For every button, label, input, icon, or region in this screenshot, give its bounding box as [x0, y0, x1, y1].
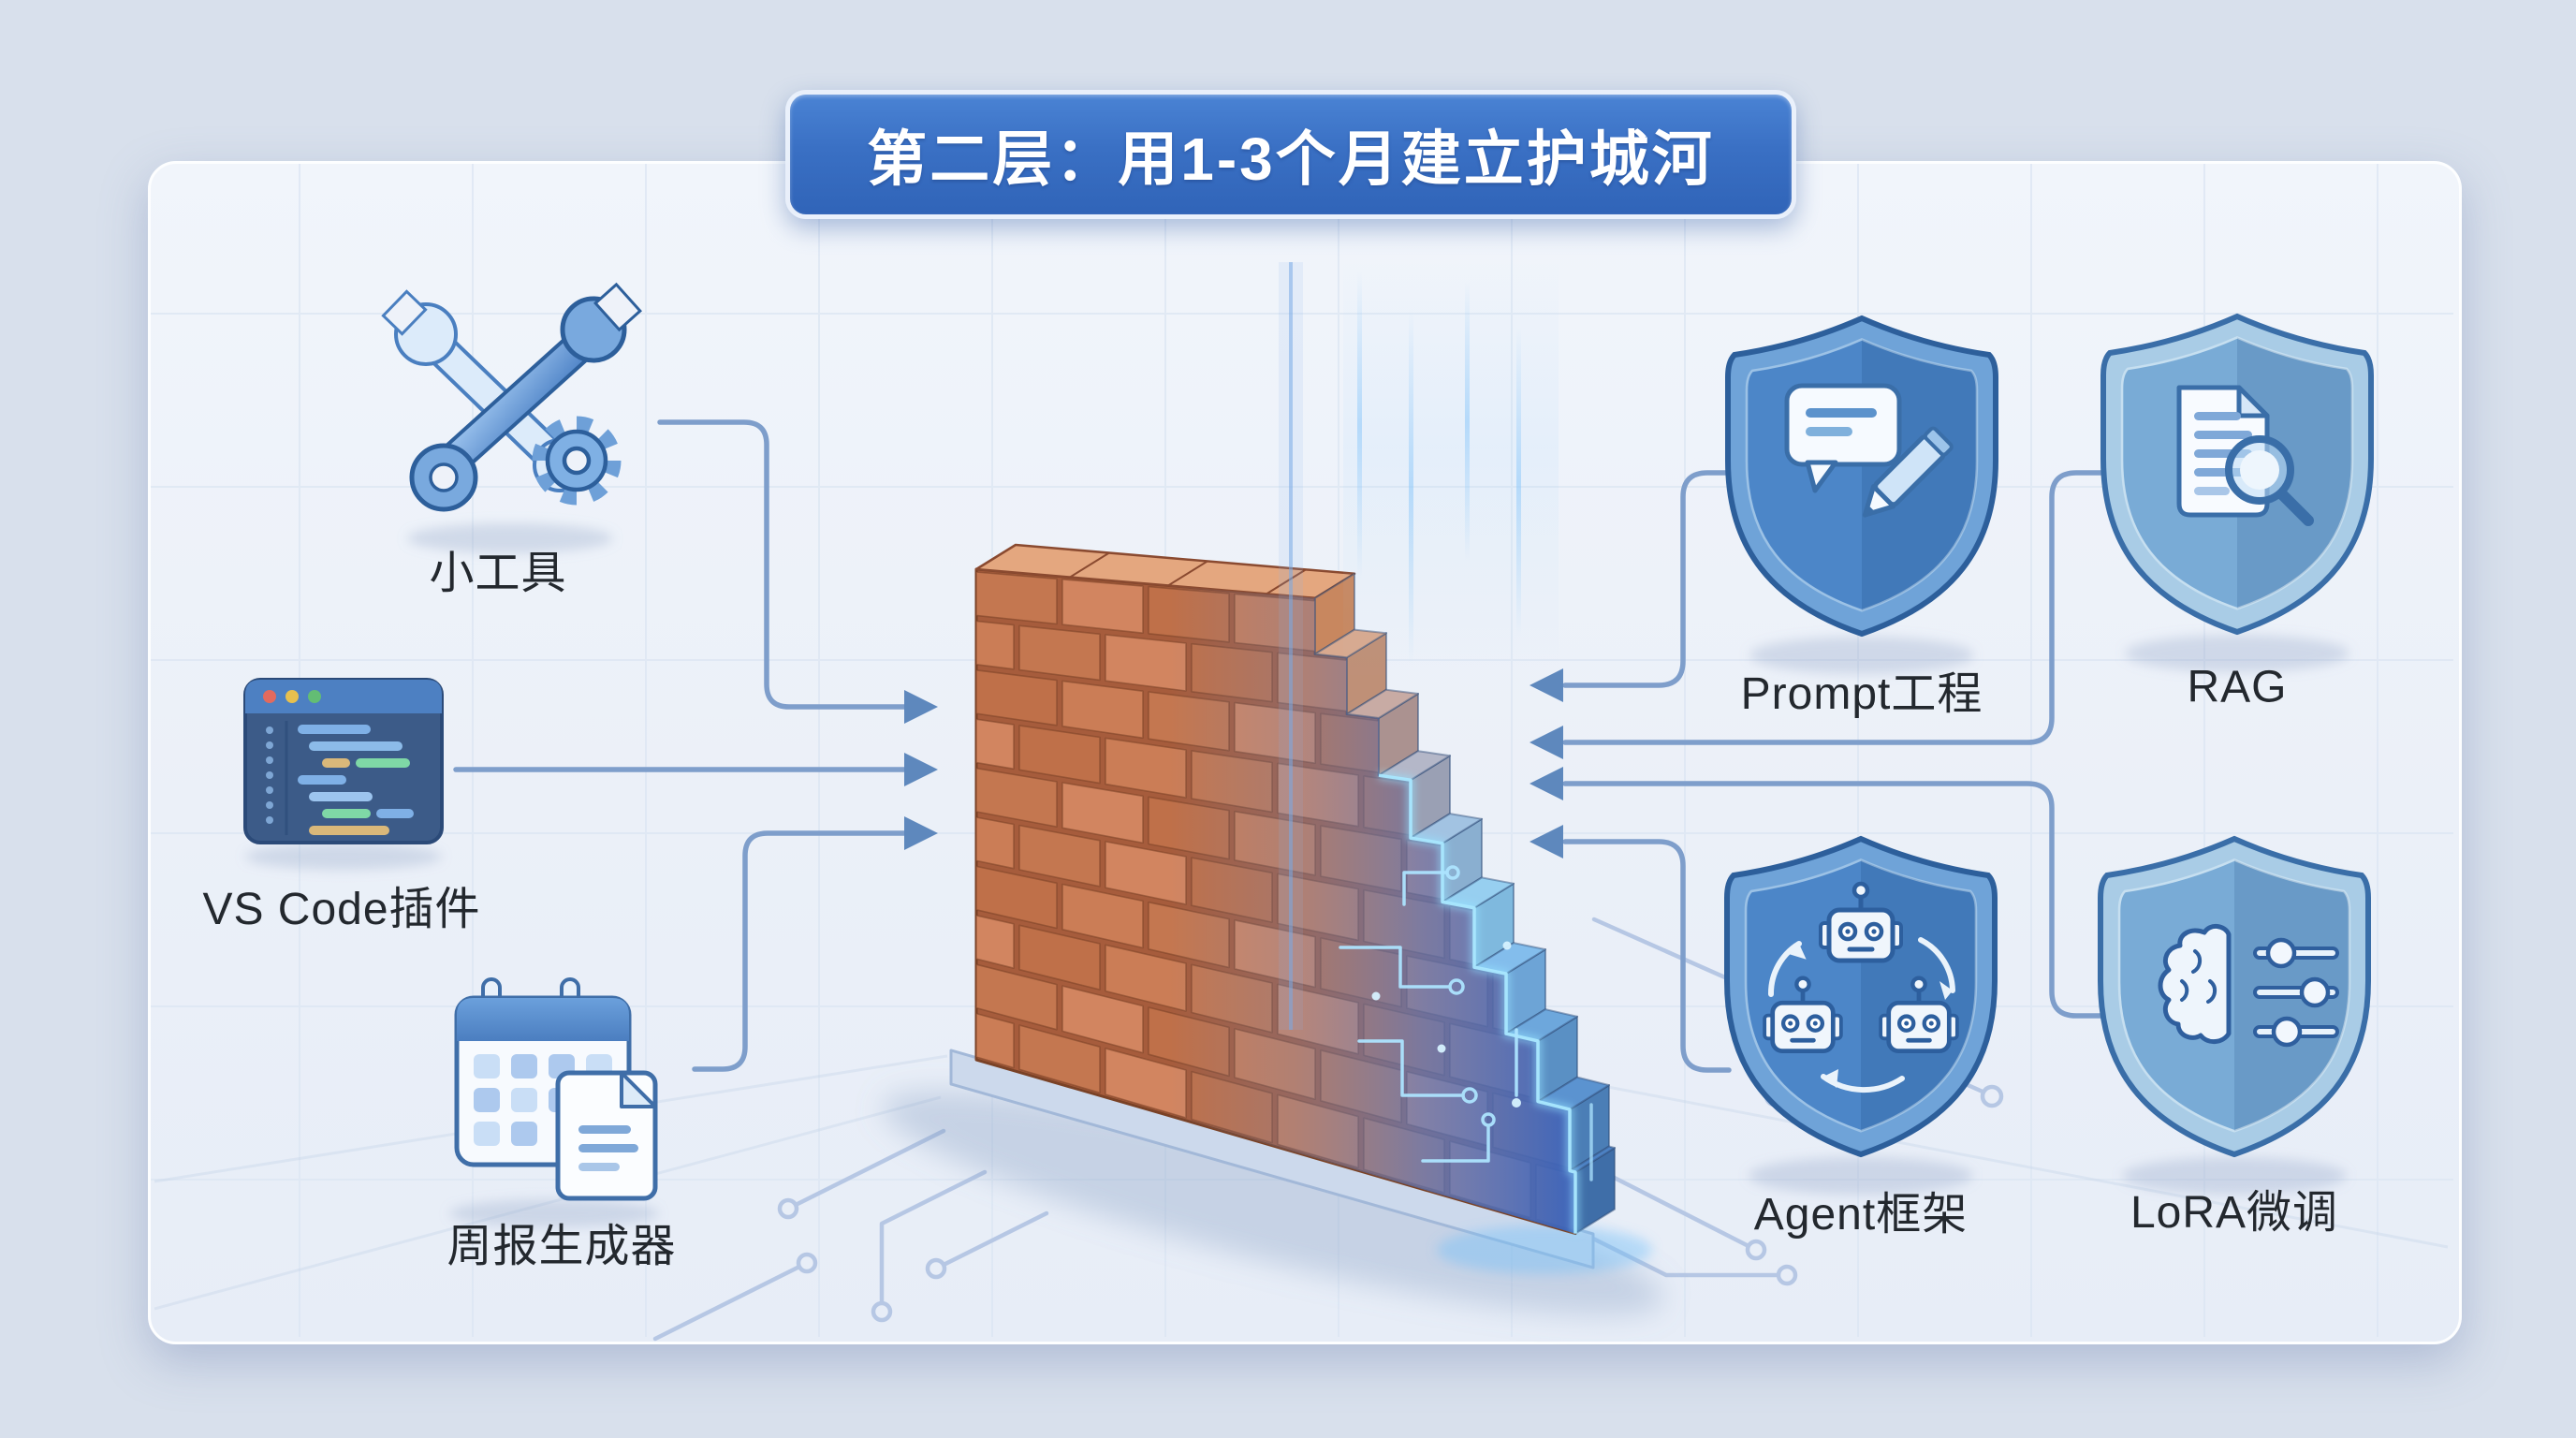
connector-agent — [1562, 839, 1732, 1073]
maximize-dot-icon — [308, 690, 321, 703]
chat-pencil-icon — [1784, 383, 1954, 518]
page-title: 第二层：用1-3个月建立护城河 — [785, 90, 1796, 219]
arrow-left-icon — [1530, 726, 1563, 759]
brick-wall — [974, 543, 1616, 1236]
shield-rag — [2103, 316, 2371, 672]
connector-lora — [1562, 781, 2105, 1019]
shield-agent — [1727, 839, 1995, 1195]
label-weekly-report: 周报生成器 — [446, 1222, 677, 1271]
connectors — [453, 419, 2108, 1073]
arrow-left-icon — [1530, 825, 1563, 858]
robots-cycle-icon — [1764, 884, 1957, 1093]
wall-circuit-traces — [1339, 865, 1593, 1181]
close-dot-icon — [263, 690, 276, 703]
calendar-document-icon — [449, 977, 659, 1227]
sliders — [2253, 937, 2339, 1048]
connector-weekly — [692, 830, 909, 1072]
minimize-dot-icon — [285, 690, 299, 703]
brain-sliders-icon — [2158, 924, 2339, 1048]
label-mini-tools: 小工具 — [429, 549, 567, 598]
code-lines — [298, 725, 414, 835]
label-vscode-plugin: VS Code插件 — [202, 885, 481, 934]
label-agent-framework: Agent框架 — [1753, 1190, 1969, 1240]
label-rag: RAG — [2187, 662, 2288, 712]
connector-rag — [1562, 470, 2108, 745]
wrench-gear-icon — [381, 282, 642, 553]
shield-lora — [2100, 839, 2368, 1195]
label-lora-finetune: LoRA微调 — [2130, 1188, 2339, 1238]
digital-transition-effects — [1279, 253, 1559, 1030]
document-search-icon — [2176, 385, 2314, 526]
arrow-right-icon — [904, 816, 938, 850]
shield-prompt — [1728, 318, 1996, 674]
code-window-icon — [243, 678, 444, 870]
label-prompt-engineering: Prompt工程 — [1740, 669, 1983, 719]
digital-base-glow — [1437, 1225, 1652, 1274]
arrow-right-icon — [904, 690, 938, 724]
arrow-right-icon — [904, 753, 938, 786]
connector-prompt — [1562, 470, 1733, 688]
connector-tools — [657, 419, 909, 710]
arrow-left-icon — [1530, 767, 1563, 800]
